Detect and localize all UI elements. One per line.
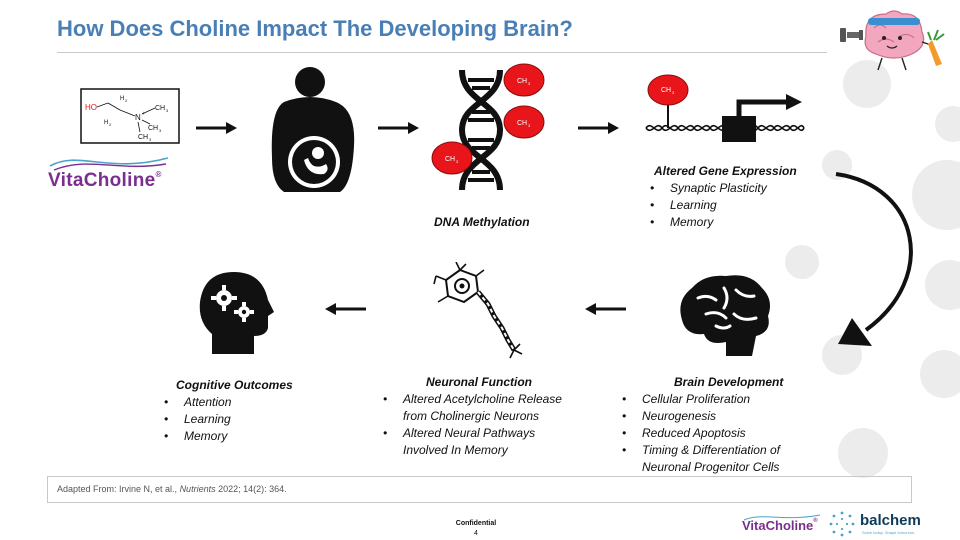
head-gears-icon bbox=[199, 272, 274, 354]
reference-box bbox=[47, 476, 912, 503]
methyl-group-badge: CH 3 bbox=[431, 141, 473, 175]
brain-development-label: Brain Development bbox=[674, 375, 784, 389]
list-item: Altered Acetylcholine Release from Choli… bbox=[381, 391, 581, 425]
methyl-subscript: 3 bbox=[456, 159, 459, 164]
decor-circle bbox=[912, 160, 960, 230]
balchem-tagline: Solve today. Shape tomorrow. bbox=[862, 530, 916, 535]
page-title: How Does Choline Impact The Developing B… bbox=[57, 16, 573, 41]
dna-methylation-label: DNA Methylation bbox=[434, 215, 530, 229]
cognitive-outcomes-label: Cognitive Outcomes bbox=[176, 378, 293, 392]
decor-circle bbox=[843, 60, 891, 108]
list-item: Learning bbox=[162, 411, 231, 428]
decor-circle bbox=[920, 350, 960, 398]
molecule-h2-label: H bbox=[104, 120, 108, 126]
title-divider bbox=[57, 52, 827, 53]
gene-expression-list: Synaptic Plasticity Learning Memory bbox=[648, 180, 767, 231]
decor-circle bbox=[925, 260, 960, 310]
methyl-group-badge: CH 3 bbox=[503, 63, 545, 97]
decor-circle bbox=[838, 428, 888, 478]
methyl-label: CH bbox=[661, 87, 671, 94]
methyl-label: CH bbox=[445, 156, 455, 163]
flow-arrow-left-icon bbox=[585, 303, 626, 315]
list-item: Attention bbox=[162, 394, 231, 411]
molecule-h2-label: H bbox=[120, 96, 124, 102]
reference-suffix: 2022; 14(2): 364. bbox=[215, 484, 287, 494]
flow-arrow-left-icon bbox=[325, 303, 366, 315]
vitacholine-logo-vita: Vita bbox=[48, 170, 84, 191]
list-item: Altered Neural Pathways Involved In Memo… bbox=[381, 425, 581, 459]
svg-text:3: 3 bbox=[166, 108, 169, 113]
flow-arrow-right-icon bbox=[196, 122, 237, 134]
footer: Confidential 4 bbox=[440, 519, 512, 539]
reference-prefix: Adapted From: Irvine N, et al., bbox=[57, 484, 180, 494]
molecule-ch3-label: CH bbox=[138, 134, 148, 141]
confidential-label: Confidential bbox=[455, 520, 497, 527]
list-item: Neurogenesis bbox=[620, 408, 820, 425]
molecule-ch3-label: CH bbox=[155, 105, 165, 112]
decor-circle bbox=[785, 245, 819, 279]
svg-text:3: 3 bbox=[159, 128, 162, 133]
list-item: Timing & Differentiation of Neuronal Pro… bbox=[620, 442, 820, 476]
svg-text:2: 2 bbox=[109, 122, 112, 127]
vitacholine-logo-reg: ® bbox=[155, 170, 162, 179]
vitacholine-logo-choline: Choline bbox=[83, 170, 156, 191]
vitacholine-logo-swoosh-icon bbox=[49, 157, 169, 171]
list-item: Cellular Proliferation bbox=[620, 391, 820, 408]
neuronal-function-label: Neuronal Function bbox=[426, 375, 532, 389]
vitacholine-logo: VitaCholine® bbox=[48, 170, 162, 192]
list-item: Memory bbox=[162, 428, 231, 445]
methyl-label: CH bbox=[517, 120, 527, 127]
methyl-subscript: 3 bbox=[528, 123, 531, 128]
decor-circle bbox=[935, 106, 960, 142]
list-item: Reduced Apoptosis bbox=[620, 425, 820, 442]
molecule-ch3-label: CH bbox=[148, 125, 158, 132]
brain-icon bbox=[680, 275, 770, 356]
list-item: Learning bbox=[648, 197, 767, 214]
cognitive-outcomes-list: Attention Learning Memory bbox=[162, 394, 231, 445]
methyl-subscript: 3 bbox=[672, 90, 675, 95]
svg-text:+: + bbox=[142, 111, 145, 117]
methyl-subscript: 3 bbox=[528, 81, 531, 86]
vitacholine-footer-swoosh-icon bbox=[743, 514, 821, 521]
svg-text:2: 2 bbox=[125, 98, 128, 103]
methyl-label: CH bbox=[517, 78, 527, 85]
pregnant-woman-icon bbox=[268, 67, 355, 192]
vitacholine-footer-logo: VitaCholine® bbox=[742, 518, 818, 533]
neuronal-function-list: Altered Acetylcholine Release from Choli… bbox=[381, 391, 581, 459]
curved-flow-arrow-icon bbox=[835, 172, 913, 346]
brain-mascot-icon bbox=[840, 10, 945, 71]
list-item: Synaptic Plasticity bbox=[648, 180, 767, 197]
brain-development-list: Cellular Proliferation Neurogenesis Redu… bbox=[620, 391, 820, 476]
balchem-dots-icon bbox=[829, 511, 855, 537]
neuron-icon bbox=[433, 262, 523, 359]
methyl-group-badge: CH 3 bbox=[503, 105, 545, 139]
balchem-logo: balchem bbox=[860, 512, 921, 529]
svg-text:3: 3 bbox=[149, 137, 152, 142]
choline-molecule-diagram: HO H 2 H 2 N + CH 3 CH 3 CH 3 bbox=[80, 88, 180, 144]
page-number: 4 bbox=[474, 530, 478, 537]
reference-journal: Nutrients bbox=[179, 484, 216, 494]
dna-helix-icon bbox=[458, 69, 504, 191]
gene-expression-icon: CH 3 bbox=[645, 74, 805, 142]
gene-expression-label: Altered Gene Expression bbox=[654, 164, 797, 178]
flow-arrow-right-icon bbox=[578, 122, 619, 134]
molecule-n-label: N bbox=[135, 113, 141, 122]
reference-citation: Adapted From: Irvine N, et al., Nutrient… bbox=[57, 484, 287, 494]
molecule-ho-label: HO bbox=[85, 103, 97, 112]
flow-arrow-right-icon bbox=[378, 122, 419, 134]
list-item: Memory bbox=[648, 214, 767, 231]
